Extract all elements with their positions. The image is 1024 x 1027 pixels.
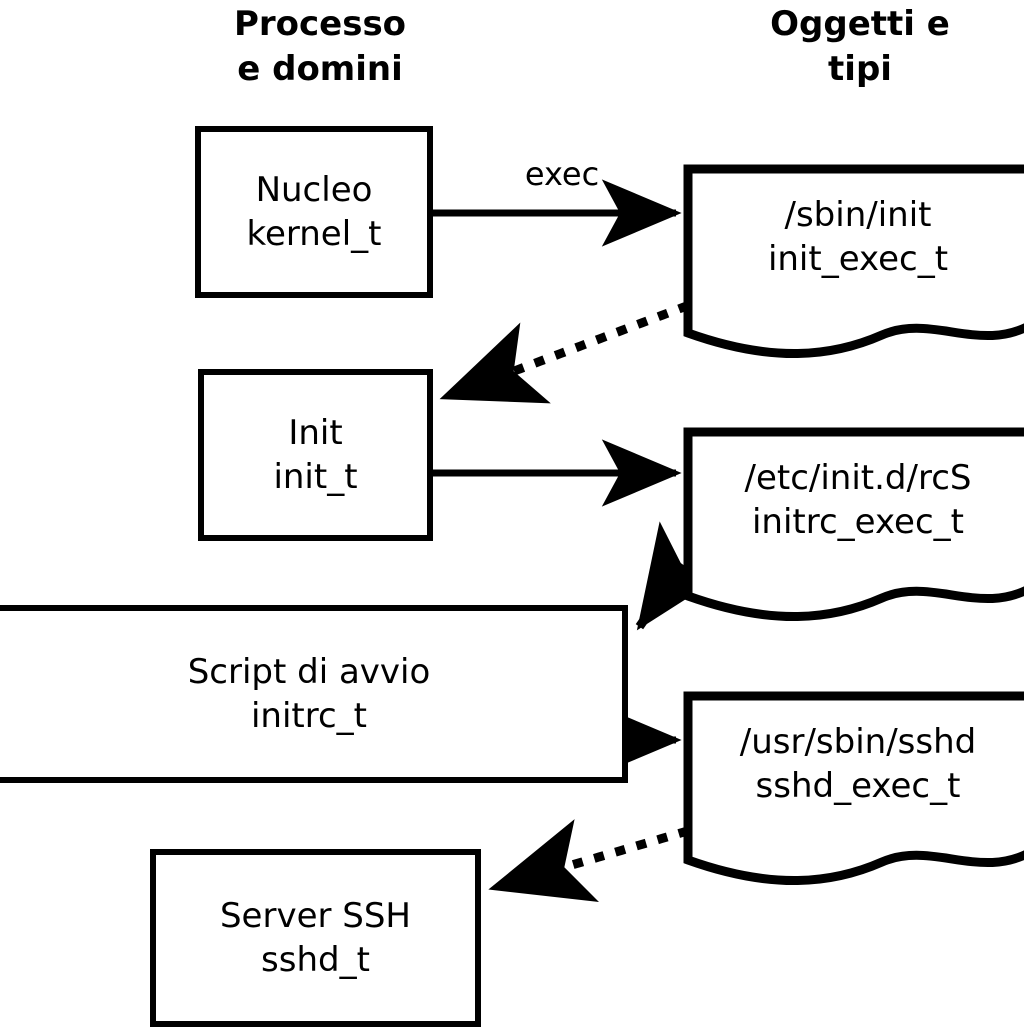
object-shape-initrc-exec[interactable]: /etc/init.d/rcS initrc_exec_t [682,426,1024,631]
edge-initrc-exec-to-initrc [635,521,731,631]
edge-init-exec-to-init [439,301,690,404]
process-box-kernel[interactable]: Nucleo kernel_t [195,126,433,298]
column-header-processes: Processo e domini [233,4,407,89]
process-label-kernel: Nucleo kernel_t [246,169,382,254]
process-label-init: Init init_t [273,412,358,497]
process-label-sshd: Server SSH sshd_t [219,895,412,980]
process-box-sshd[interactable]: Server SSH sshd_t [150,849,481,1027]
edge-sshd-exec-to-sshd [488,819,690,903]
column-header-objects: Oggetti e tipi [770,4,950,89]
object-shape-init-exec[interactable]: /sbin/init init_exec_t [682,163,1024,368]
edge-label-exec: exec [524,155,600,193]
process-label-initrc: Script di avvio initrc_t [187,651,431,736]
process-box-initrc[interactable]: Script di avvio initrc_t [0,605,628,783]
process-box-init[interactable]: Init init_t [198,369,433,541]
object-shape-sshd-exec[interactable]: /usr/sbin/sshd sshd_exec_t [682,690,1024,895]
